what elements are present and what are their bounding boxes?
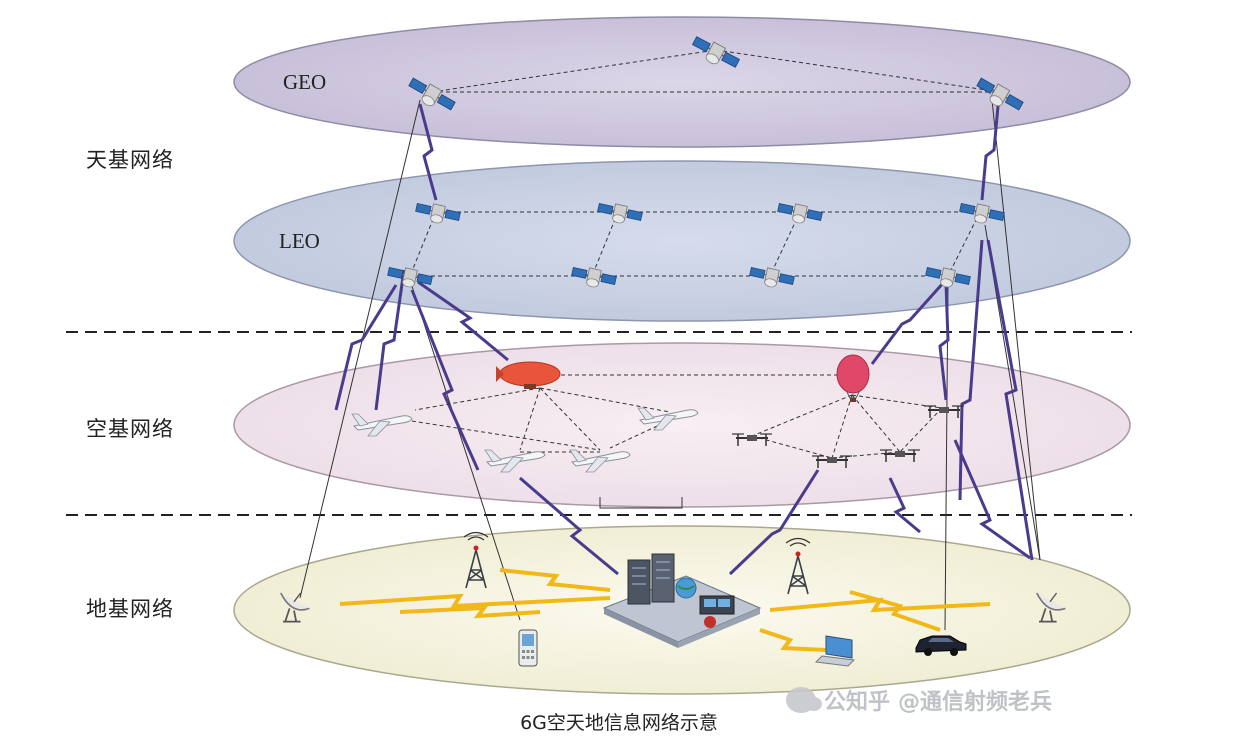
leo-label: LEO [279,229,320,253]
data-center-icon [602,553,762,648]
balloon-icon [836,354,870,402]
purple-links [334,103,1034,576]
watermark: 公知乎 @通信射频老兵 [786,684,1052,716]
wechat-logo-icon [786,687,822,713]
car-icon [915,635,967,656]
phone-icon [518,629,538,667]
air-bracket [599,497,683,509]
air-network-label: 空基网络 [86,417,174,441]
space-network-label: 天基网络 [86,148,174,172]
laptop-icon [814,635,856,667]
geo-layer [233,16,1131,148]
watermark-account: @通信射频老兵 [898,690,1053,715]
watermark-platform: 公知乎 [824,690,891,715]
leo-layer [233,160,1131,322]
figure-caption: 6G空天地信息网络示意 [520,712,718,734]
leo-links [409,211,981,277]
yellow-links [339,568,991,652]
geo-label: GEO [283,70,327,94]
geo-links [431,49,1001,93]
airship-icon [496,361,561,389]
ground-network-label: 地基网络 [86,597,174,621]
